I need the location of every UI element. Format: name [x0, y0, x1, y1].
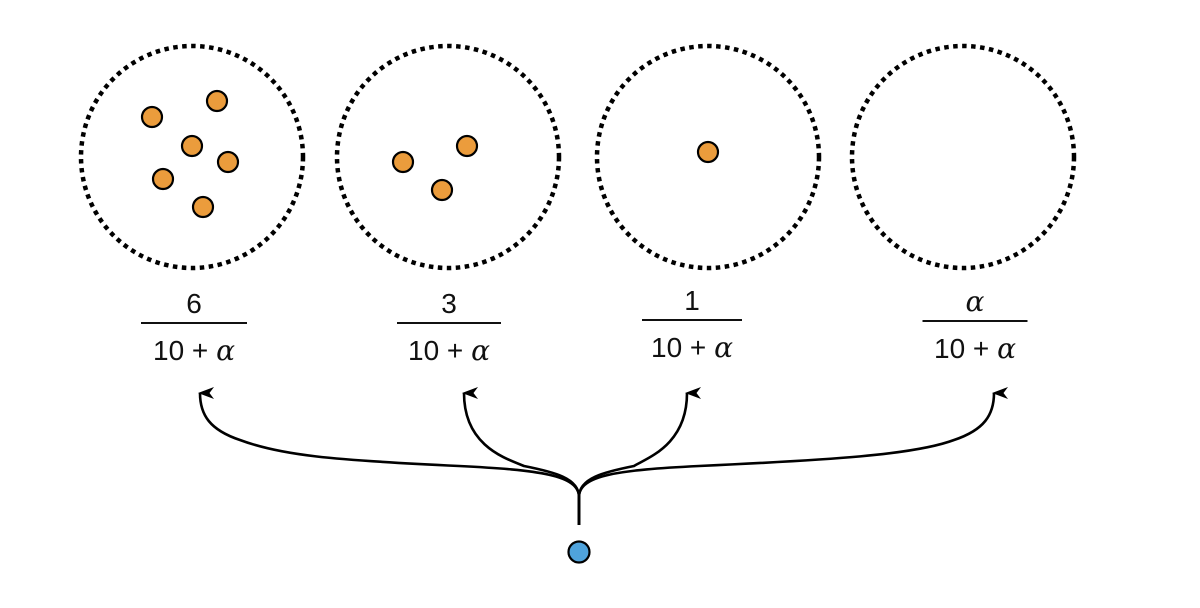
table-2 [334, 43, 562, 271]
seated-customer [140, 105, 164, 129]
choice-arrow-table-2 [462, 386, 581, 525]
seated-customer [696, 140, 720, 164]
probability-label: α 10 + α [922, 285, 1028, 365]
fraction-numerator: α [966, 285, 985, 318]
seated-customer [191, 195, 215, 219]
tables [78, 43, 1077, 271]
seated-customer [151, 167, 175, 191]
choice-arrows [198, 386, 1009, 525]
fraction-numerator: 3 [441, 288, 457, 319]
probability-label: 3 10 + α [397, 288, 501, 367]
table-boundary [849, 43, 1077, 271]
seated-customer [216, 150, 240, 174]
seated-customer [391, 150, 415, 174]
choice-arrow-new-table [577, 387, 1009, 525]
seated-customer [430, 178, 454, 202]
choice-arrow-table-1 [198, 386, 581, 525]
table-boundary [78, 43, 306, 271]
seated-customer [455, 134, 479, 158]
fraction-denominator: 10 + α [408, 334, 490, 367]
fraction-denominator: 10 + α [153, 334, 235, 367]
new-customer-group [567, 540, 591, 564]
seated-customer [180, 134, 204, 158]
choice-arrow-table-3 [577, 387, 702, 525]
fraction-numerator: 1 [684, 285, 700, 316]
fraction-denominator: 10 + α [934, 332, 1016, 365]
fraction-denominator: 10 + α [651, 331, 733, 364]
seated-customer [205, 89, 229, 113]
table-1 [78, 43, 306, 271]
table-3 [594, 43, 822, 271]
table-boundary [334, 43, 562, 271]
table-boundary [594, 43, 822, 271]
fraction-numerator: 6 [186, 288, 202, 319]
probability-labels: 6 10 + α 3 10 + α 1 10 + α α 10 + α [141, 285, 1028, 367]
new-customer-dot [567, 540, 591, 564]
probability-label: 1 10 + α [642, 285, 742, 364]
table-new [849, 43, 1077, 271]
probability-label: 6 10 + α [141, 288, 247, 367]
